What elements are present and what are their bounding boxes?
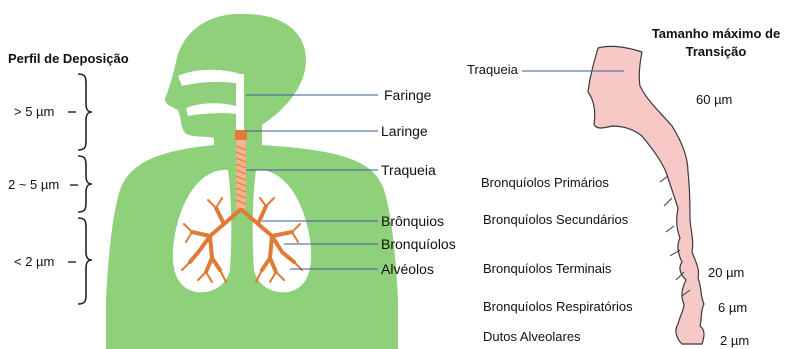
label-bronquios: Brônquios	[381, 213, 444, 229]
label-faringe: Faringe	[384, 87, 432, 103]
anatomy-labels: Faringe Laringe Traqueia Brônquios Bronq…	[381, 87, 456, 277]
torso	[106, 145, 398, 349]
larynx	[235, 130, 247, 140]
deposition-brackets	[78, 74, 92, 304]
size-2: 2 µm	[720, 333, 749, 348]
range-gt5: > 5 µm	[14, 104, 54, 119]
size-20: 20 µm	[708, 265, 744, 280]
human-silhouette	[106, 14, 398, 349]
airway-secundarios: Bronquíolos Secundários	[483, 212, 629, 227]
bracket-2to5	[78, 156, 92, 212]
airway-terminais: Bronquíolos Terminais	[483, 261, 612, 276]
label-traqueia-right: Traqueia	[467, 62, 519, 77]
label-alveolos: Alvéolos	[381, 261, 434, 277]
label-traqueia: Traqueia	[381, 162, 436, 178]
airway-respiratorios: Bronquíolos Respiratórios	[483, 299, 633, 314]
airway-primarios: Bronquíolos Primários	[481, 175, 609, 190]
size-6: 6 µm	[718, 300, 747, 315]
transition-title-line2: Transição	[686, 44, 747, 59]
range-2to5: 2 ~ 5 µm	[8, 177, 59, 192]
deposition-title: Perfil de Deposição	[8, 51, 129, 66]
label-laringe: Laringe	[381, 123, 428, 139]
bracket-gt5	[78, 74, 92, 150]
head	[165, 14, 306, 166]
pharynx	[236, 74, 244, 132]
transition-title-line1: Tamanho máximo de	[652, 26, 780, 41]
range-lt2: < 2 µm	[14, 254, 54, 269]
label-bronquiolos: Bronquíolos	[381, 236, 456, 252]
bracket-lt2	[78, 218, 92, 304]
airway-dutos-alveolares: Dutos Alveolares	[483, 329, 581, 344]
size-60: 60 µm	[696, 92, 732, 107]
